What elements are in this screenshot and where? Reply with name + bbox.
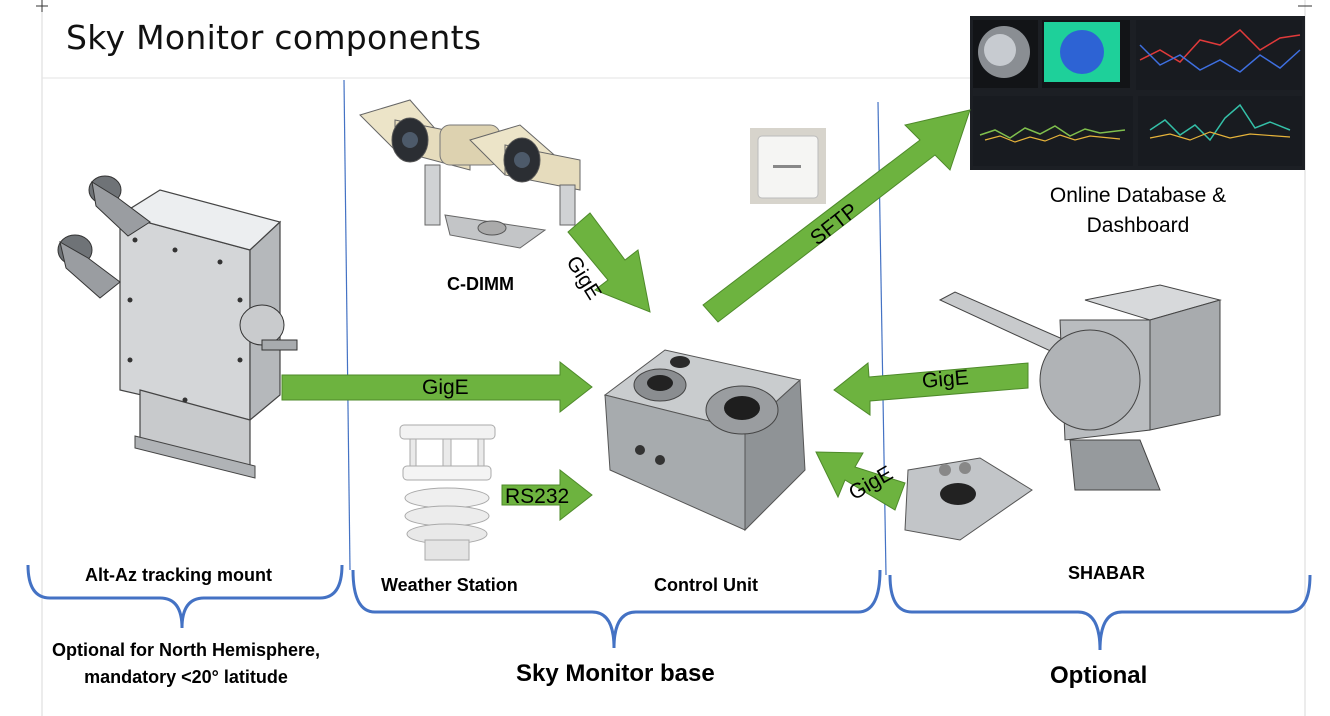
brace-base (351, 569, 882, 649)
divider-left (343, 79, 351, 571)
arrow-cdimm-to-control (567, 212, 651, 313)
label-dashboard-line1: Online Database & (1049, 184, 1227, 207)
label-cdimm: C-DIMM (447, 274, 514, 294)
arrow-shabar-top-to-control (833, 362, 1029, 416)
alt-az-mount-image (57, 175, 298, 479)
wifi-access-point-image (750, 128, 826, 204)
arrow-label-mount-gige: GigE (422, 376, 469, 399)
arrow-mount-to-control (281, 360, 593, 414)
weather-station-image (399, 424, 496, 561)
brace-optional (888, 574, 1312, 651)
arrow-label-shabar-top-gige: GigE (921, 365, 970, 393)
arrow-shabar-bottom-to-control (815, 451, 906, 511)
arrow-control-to-dashboard (702, 109, 971, 323)
note-left-group: Optional for North Hemisphere, mandatory… (22, 637, 350, 691)
cdimm-image (359, 99, 581, 249)
group-label-optional: Optional (1050, 662, 1148, 689)
label-dashboard-line2: Dashboard (1086, 214, 1190, 237)
arrow-weather-to-control (501, 468, 593, 522)
label-dashboard: Online Database & Dashboard (1018, 181, 1258, 241)
label-alt-az-mount: Alt-Az tracking mount (85, 565, 272, 585)
shabar-image (904, 284, 1222, 541)
note-left-line2: mandatory <20° latitude (84, 667, 288, 687)
group-label-base: Sky Monitor base (516, 660, 715, 687)
page-title: Sky Monitor components (66, 18, 482, 57)
note-left-line1: Optional for North Hemisphere, (51, 640, 321, 660)
label-control-unit: Control Unit (654, 575, 758, 595)
control-unit-image (603, 349, 806, 532)
brace-left (26, 564, 344, 629)
arrow-label-weather-rs232: RS232 (505, 485, 570, 508)
label-shabar: SHABAR (1068, 563, 1146, 583)
label-weather-station: Weather Station (381, 575, 518, 595)
dashboard-image (970, 16, 1305, 170)
